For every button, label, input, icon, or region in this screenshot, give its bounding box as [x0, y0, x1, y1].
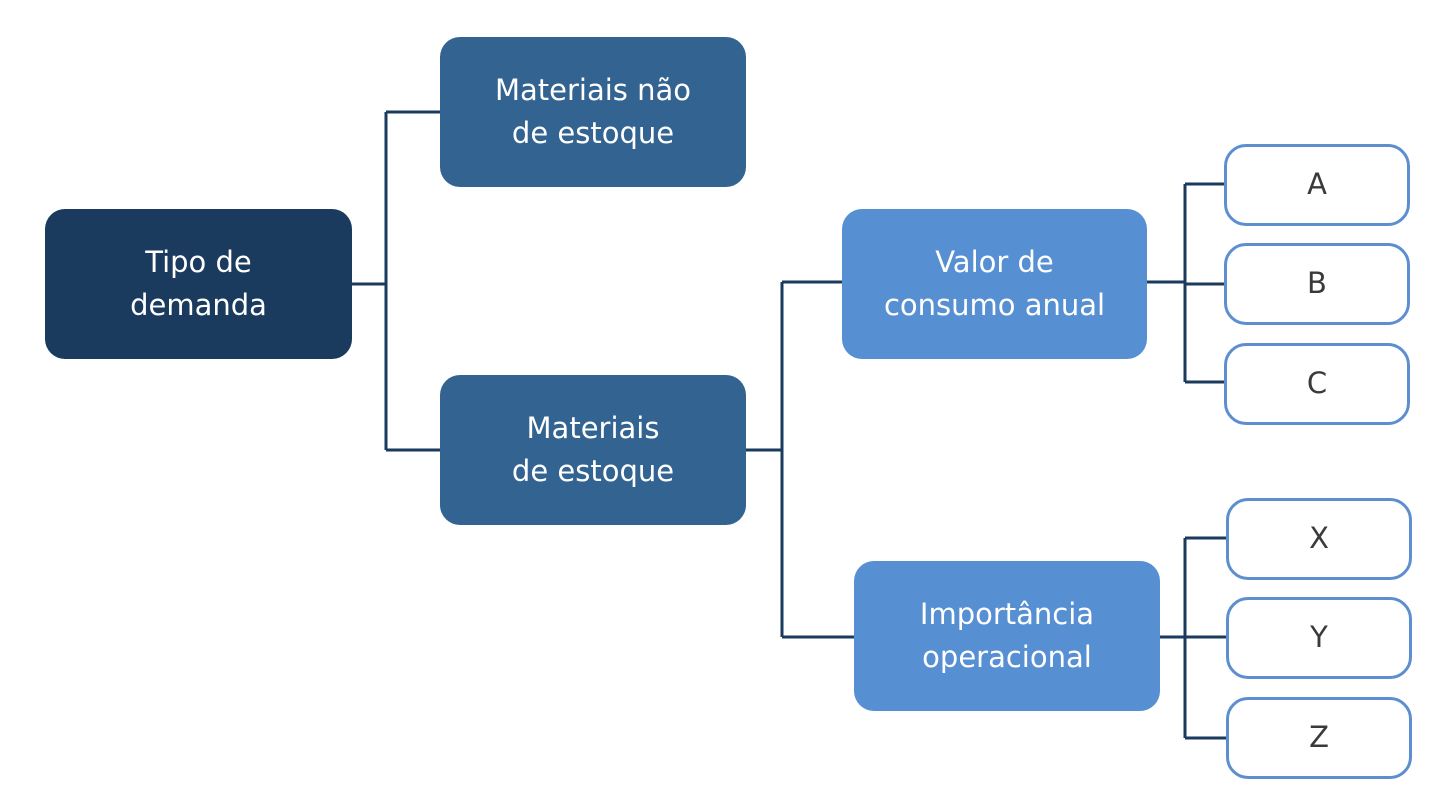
- leaf-label: B: [1307, 266, 1327, 301]
- node-label-line2: operacional: [922, 640, 1092, 674]
- node-label-line2: de estoque: [511, 454, 675, 488]
- leaf-label: X: [1309, 521, 1329, 556]
- leaf-class-b: B: [1224, 243, 1410, 325]
- node-label-line1: Materiais: [526, 410, 660, 445]
- node-label-line1: Materiais não: [494, 72, 692, 107]
- node-label-line2: de estoque: [511, 116, 675, 150]
- node-materiais-de-estoque: Materiais de estoque: [440, 375, 746, 525]
- root-node-label-line1: Tipo de: [145, 244, 252, 279]
- root-node-tipo-de-demanda: Tipo de demanda: [45, 209, 352, 359]
- node-label-line1: Importância: [919, 596, 1095, 631]
- node-importancia-operacional: Importância operacional: [854, 561, 1160, 711]
- node-valor-de-consumo-anual: Valor de consumo anual: [842, 209, 1147, 359]
- node-materiais-nao-de-estoque: Materiais não de estoque: [440, 37, 746, 187]
- leaf-label: A: [1307, 167, 1327, 202]
- root-node-label-line2: demanda: [130, 288, 267, 322]
- leaf-label: C: [1306, 366, 1328, 401]
- node-label-line2: consumo anual: [883, 288, 1106, 322]
- leaf-class-a: A: [1224, 144, 1410, 226]
- leaf-label: Y: [1310, 620, 1328, 655]
- leaf-class-x: X: [1226, 498, 1412, 580]
- leaf-class-z: Z: [1226, 697, 1412, 779]
- leaf-class-c: C: [1224, 343, 1410, 425]
- node-label-line1: Valor de: [935, 244, 1054, 279]
- leaf-label: Z: [1309, 720, 1329, 755]
- leaf-class-y: Y: [1226, 597, 1412, 679]
